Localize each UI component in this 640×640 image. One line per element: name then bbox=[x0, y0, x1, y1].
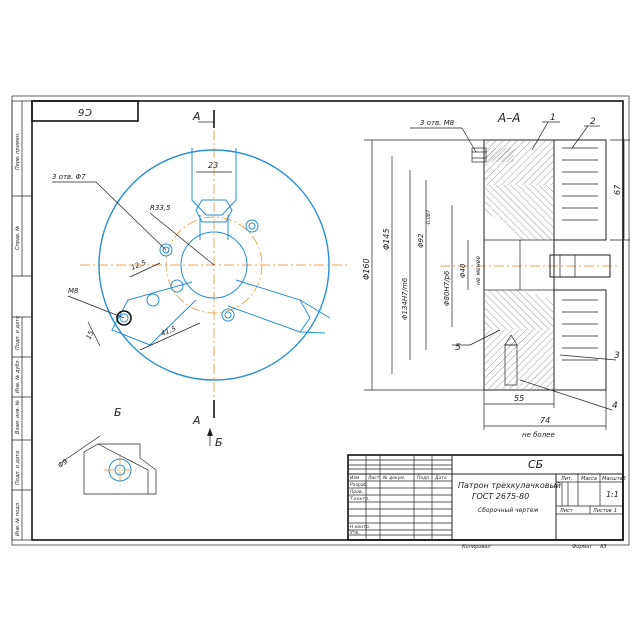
dim-slot-23: 23 bbox=[208, 161, 218, 170]
format-label: Формат bbox=[572, 544, 593, 550]
side-label-podp-data-2: Подп. и дата bbox=[15, 451, 21, 485]
section-view: А–А Φ160 Φ145 bbox=[362, 111, 630, 439]
side-label-perv-primen: Перв. примен. bbox=[15, 132, 21, 170]
label-3-holes-m8: 3 отв. M8 bbox=[420, 119, 455, 127]
header-col-doc: № докум. bbox=[382, 475, 405, 481]
col-mass: Масса bbox=[581, 476, 597, 482]
section-title: А–А bbox=[497, 111, 520, 125]
dim-phi145: Φ145 bbox=[382, 228, 391, 250]
sheets-label: Листов bbox=[592, 508, 612, 514]
dim-67: 67 bbox=[613, 184, 622, 195]
header-col-list: Лист bbox=[367, 475, 380, 481]
frame-side-labels: Перв. примен. Справ. № Подп. и дата Инв.… bbox=[15, 132, 21, 536]
callout-5: 5 bbox=[455, 343, 461, 353]
header-col-data: Дата bbox=[434, 475, 447, 481]
label-m8: M8 bbox=[68, 287, 79, 295]
row-utv: Утв. bbox=[350, 530, 359, 536]
side-label-inv-podl: Инв. № подл. bbox=[15, 502, 21, 537]
row-nkontr: Н.контр. bbox=[350, 524, 370, 530]
dim-74-note: не более bbox=[522, 431, 555, 439]
sheet-label: Лист bbox=[559, 508, 574, 514]
product-name-line2: ГОСТ 2675-80 bbox=[472, 492, 529, 501]
dim-55: 55 bbox=[514, 394, 524, 403]
dim-phi160: Φ160 bbox=[362, 258, 371, 280]
view-b: Б Φ9 bbox=[57, 406, 157, 495]
callout-1: 1 bbox=[550, 113, 556, 123]
section-letter-a-top: А bbox=[192, 110, 201, 123]
copied-label: Копировал bbox=[462, 544, 491, 550]
view-b-dim-phi9: Φ9 bbox=[57, 457, 70, 470]
row-razrab: Разраб. bbox=[350, 482, 368, 488]
side-label-podp-data-1: Подп. и дата bbox=[15, 316, 21, 350]
dim-15: 15 bbox=[85, 329, 96, 341]
front-view: 23 3 отв. Φ7 R33,5 M8 12,5 41,5 15 А А Б bbox=[52, 110, 350, 449]
dim-74: 74 bbox=[540, 416, 550, 425]
section-letter-a-bottom: А bbox=[192, 414, 201, 427]
dim-phi80: Φ80H7/p6 bbox=[443, 270, 451, 306]
row-prov: Пров. bbox=[350, 489, 363, 495]
dim-phi134: Φ134H7/m6 bbox=[401, 277, 409, 320]
side-label-vzam-inv: Взам. инв. № bbox=[15, 400, 21, 434]
product-name-line3: Сборочный чертеж bbox=[478, 507, 539, 514]
sheets-value: 1 bbox=[614, 508, 617, 514]
format-value: А3 bbox=[599, 544, 607, 550]
header-col-izm: Изм bbox=[350, 475, 360, 481]
side-label-inv-dubl: Инв. № дубл. bbox=[15, 359, 21, 393]
doc-code: СБ bbox=[528, 458, 543, 471]
top-left-box: 9Ɔ bbox=[31, 100, 139, 122]
row-tkontr: Т.контр. bbox=[350, 496, 370, 502]
dim-phi92-tol: -0,087 bbox=[426, 209, 432, 226]
view-b-letter: Б bbox=[215, 436, 223, 449]
dim-phi40-note: не менее bbox=[475, 256, 482, 285]
dim-41-5: 41,5 bbox=[160, 324, 178, 337]
side-label-sprav: Справ. № bbox=[15, 226, 21, 250]
label-r33-5: R33,5 bbox=[150, 204, 171, 212]
scale-value: 1:1 bbox=[606, 490, 619, 499]
title-block: СБ Патрон трехкулачковый ГОСТ 2675-80 Сб… bbox=[347, 454, 626, 550]
header-col-podp: Подп. bbox=[417, 475, 431, 481]
drawing-frame bbox=[11, 95, 630, 546]
dim-phi92: Φ92 bbox=[417, 233, 425, 248]
label-3-holes-phi7: 3 отв. Φ7 bbox=[52, 173, 86, 181]
top-left-box-code: 9Ɔ bbox=[78, 108, 92, 119]
col-lit: Лит. bbox=[560, 476, 573, 482]
view-b-title: Б bbox=[114, 406, 122, 419]
callout-4: 4 bbox=[612, 401, 618, 411]
callout-3: 3 bbox=[614, 351, 620, 361]
callout-2: 2 bbox=[590, 117, 596, 127]
product-name-line1: Патрон трехкулачковый bbox=[458, 481, 561, 490]
col-scale: Масштаб bbox=[602, 476, 626, 482]
dim-phi40: Φ40 bbox=[459, 263, 467, 278]
